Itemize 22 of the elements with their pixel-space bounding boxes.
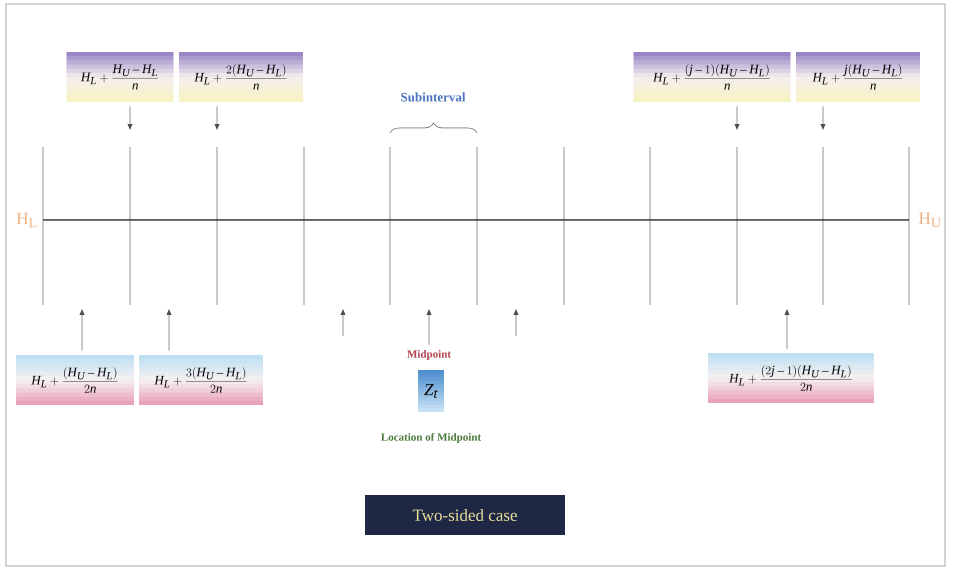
symbol-box: $Z_t$ bbox=[418, 370, 444, 412]
node-label: $Z_t$ bbox=[424, 384, 438, 398]
node-label: $H_L+\frac{2(H_U-H_L)}{n}$ bbox=[194, 64, 286, 90]
formula-box: $H_L+\frac{j(H_U-H_L)}{n}$ bbox=[796, 52, 920, 102]
formula-box: $H_L+\frac{H_U-H_L}{n}$ bbox=[66, 52, 174, 102]
endpoint-label: H$_{U}$ bbox=[918, 212, 941, 228]
node-label: $H_L+\frac{(j-1)(H_U-H_L)}{n}$ bbox=[652, 64, 770, 90]
node-label: $H_L+\frac{(2j-1)(H_U-H_L)}{2n}$ bbox=[729, 365, 852, 391]
node-label: $H_L+\frac{j(H_U-H_L)}{n}$ bbox=[812, 64, 902, 90]
formula-box: $H_L+\frac{(j-1)(H_U-H_L)}{n}$ bbox=[634, 52, 790, 102]
node-label: $H_L+\frac{(H_U-H_L)}{2n}$ bbox=[31, 367, 118, 393]
formula-box: $H_L+\frac{2(H_U-H_L)}{n}$ bbox=[179, 52, 303, 102]
midpoint-label: Midpoint bbox=[407, 350, 451, 360]
node-label: $H_L+\frac{3(H_U-H_L)}{2n}$ bbox=[154, 367, 246, 393]
caption-box: Two-sided case bbox=[365, 494, 565, 535]
interval-label: Subinterval bbox=[401, 92, 466, 102]
formula-box: $H_L+\frac{(2j-1)(H_U-H_L)}{2n}$ bbox=[708, 353, 874, 403]
formula-box: $H_L+\frac{(H_U-H_L)}{2n}$ bbox=[16, 354, 134, 405]
endpoint-label: H$_{L}$ bbox=[16, 212, 36, 228]
formula-box: $H_L+\frac{3(H_U-H_L)}{2n}$ bbox=[139, 354, 263, 405]
node-label: $H_L+\frac{H_U-H_L}{n}$ bbox=[80, 64, 158, 90]
caption-label: Location of Midpoint bbox=[381, 432, 482, 444]
